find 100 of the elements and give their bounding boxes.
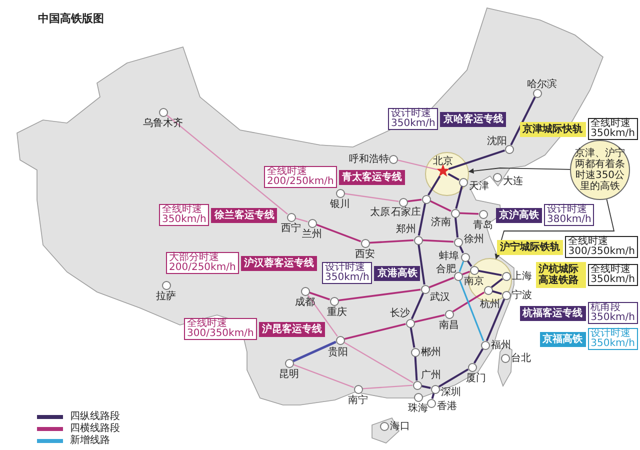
line-name-tag: 京哈客运专线 <box>440 112 506 126</box>
city-label: 太原 <box>370 207 390 218</box>
city-label: 广州 <box>421 370 441 381</box>
rail-line <box>414 356 418 381</box>
rail-line <box>462 270 470 276</box>
rail-line <box>344 323 406 340</box>
rail-line <box>486 298 506 342</box>
line-name-tag: 徐兰客运专线 <box>211 208 278 222</box>
city-label: 香港 <box>437 401 457 412</box>
line-name-tag: 杭福客运专线 <box>520 306 586 320</box>
rail-line <box>438 368 469 388</box>
rail-line <box>431 393 435 399</box>
legend-label: 新增线路 <box>70 435 110 446</box>
rail-line <box>459 246 464 254</box>
city-label: 深圳 <box>441 387 461 398</box>
rail-line <box>418 244 426 285</box>
city-label: 合肥 <box>436 264 456 275</box>
city-label: 成都 <box>295 297 315 308</box>
city-label: 大连 <box>503 176 523 187</box>
city-label: 呼和浩特 <box>349 154 389 165</box>
station-marker <box>458 178 468 186</box>
city-label: 珠海 <box>408 403 428 414</box>
city-label: 济南 <box>431 217 451 228</box>
city-label: 青岛 <box>473 220 493 231</box>
line-name-tag: 沪杭城际高速铁路 <box>536 262 586 288</box>
rail-line <box>478 270 502 276</box>
line-name-tag: 沪汉蓉客运专线 <box>240 256 317 270</box>
rail-line <box>292 340 336 362</box>
city-label: 沈阳 <box>487 136 507 147</box>
city-label: 拉萨 <box>156 291 176 302</box>
rail-line <box>452 292 485 312</box>
rail-line <box>308 292 330 300</box>
rail-line <box>414 314 445 323</box>
line-name-tag: 青太客运专线 <box>338 170 405 184</box>
rail-line <box>473 348 484 364</box>
city-label: 郴州 <box>421 347 441 358</box>
rail-line <box>344 342 414 384</box>
station-marker <box>502 290 510 300</box>
rail-line <box>458 260 464 272</box>
rail-line <box>410 327 416 348</box>
city-label: 贵阳 <box>328 347 348 358</box>
rail-line <box>448 149 506 170</box>
rail-line <box>397 159 438 170</box>
legend-label: 四横线路段 <box>70 423 120 434</box>
rail-line <box>458 280 484 342</box>
leader-arrow <box>494 198 615 260</box>
city-label: 蚌埠 <box>439 251 459 262</box>
capital-star-marker <box>436 164 450 178</box>
city-label: 重庆 <box>327 307 347 318</box>
city-label: 南昌 <box>439 320 459 331</box>
rail-line <box>490 278 504 288</box>
rail-line <box>430 200 452 212</box>
line-name-tag: 京沪高铁 <box>496 208 542 222</box>
rail-line <box>422 239 454 243</box>
rail-line <box>410 292 424 320</box>
rail-line <box>295 218 308 222</box>
rail-line <box>510 96 536 146</box>
rail-line <box>492 290 502 295</box>
city-label: 杭州 <box>480 299 500 310</box>
city-label: 石家庄 <box>391 207 421 218</box>
rail-line <box>407 198 422 202</box>
city-label: 厦门 <box>466 373 486 384</box>
station-marker <box>502 272 510 280</box>
station-marker <box>484 286 492 294</box>
city-label: 武汉 <box>430 292 450 303</box>
city-label: 台北 <box>511 353 531 364</box>
rail-line <box>369 239 414 244</box>
city-label: 西宁 <box>281 223 301 234</box>
rail-line <box>316 224 362 242</box>
city-label: 哈尔滨 <box>527 79 557 90</box>
city-label: 北京 <box>433 156 453 167</box>
rail-line <box>166 114 288 215</box>
city-label: 乌鲁木齐 <box>143 118 183 129</box>
rail-line <box>455 186 463 209</box>
rail-line <box>421 385 431 389</box>
rail-line <box>418 203 426 236</box>
city-label: 西安 <box>355 249 375 260</box>
city-label: 兰州 <box>302 229 322 240</box>
rail-line <box>454 217 459 238</box>
city-label: 徐州 <box>464 234 484 245</box>
rail-line <box>459 212 479 215</box>
line-name-tag: 京福高铁 <box>540 332 586 346</box>
city-label: 海口 <box>390 421 410 432</box>
city-label: 福州 <box>491 340 511 351</box>
line-name-tag: 沪宁城际铁轨 <box>497 240 564 254</box>
leader-arrow <box>468 168 570 174</box>
note-text: 京津、沪宁两都有着条时速350公里的高铁 <box>575 148 625 192</box>
rail-line <box>307 294 338 337</box>
line-name-tag: 京港高铁 <box>374 266 420 280</box>
line-name-tag: 沪昆客运专线 <box>258 322 325 336</box>
rail-line <box>344 193 399 202</box>
line-name-tag: 京津城际快轨 <box>520 122 586 136</box>
city-label: 上海 <box>512 271 532 282</box>
city-label: 天津 <box>469 181 489 192</box>
city-label: 宁波 <box>512 290 532 301</box>
map-title: 中国高铁版图 <box>38 12 104 25</box>
city-label: 南宁 <box>348 395 368 406</box>
rail-line <box>362 384 413 390</box>
rail-line <box>428 276 454 288</box>
legend-label: 四纵线路段 <box>70 411 120 422</box>
